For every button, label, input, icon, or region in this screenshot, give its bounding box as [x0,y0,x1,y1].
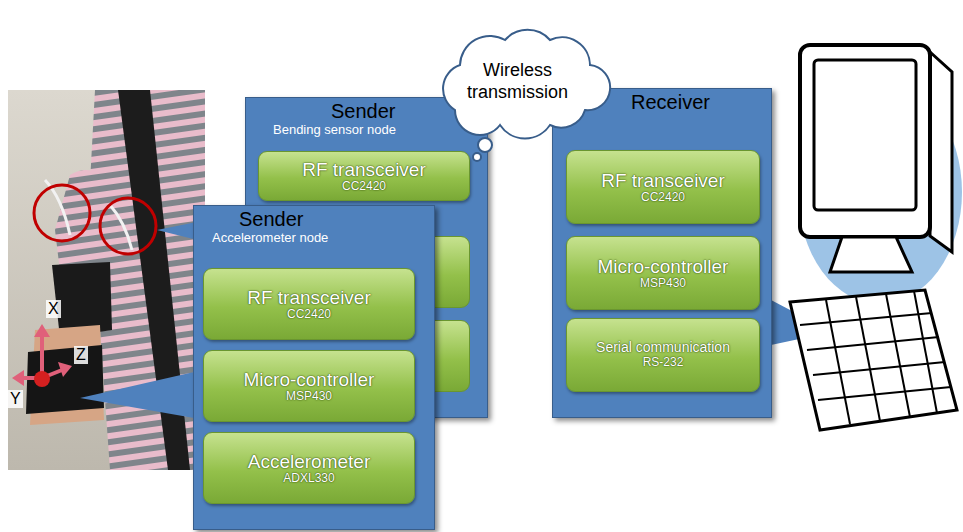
axis-label: X [46,300,61,318]
part-number: RS-232 [643,356,684,369]
node-panel: Receiver RF transceiverCC2420Micro-contro… [552,88,772,418]
part-number: CC2420 [287,308,331,321]
computer-icon [790,45,962,430]
component-name: RF transceiver [302,159,426,180]
cloud-text: Wireless transmission [425,59,610,104]
axis-label: Y [8,390,23,408]
axis-label: Z [74,346,88,364]
component-box: Serial communicationRS-232 [566,318,760,392]
component-name: RF transceiver [601,170,725,191]
photo [8,90,205,470]
component-name: Micro-controller [244,369,375,390]
component-box: Micro-controllerMSP430 [566,236,760,310]
component-box: AccelerometerADXL330 [203,432,415,504]
component-name: Micro-controller [598,256,729,277]
component-box: RF transceiverCC2420 [203,268,415,340]
component-name: Accelerometer [248,451,371,472]
component-name: Serial communication [596,340,730,356]
panel-title: Receiver [631,91,771,114]
cloud-bubble [473,153,481,161]
part-number: MSP430 [286,390,332,403]
panel-title: Sender [239,208,434,231]
part-number: CC2420 [342,180,386,193]
component-box: Micro-controllerMSP430 [203,350,415,422]
panel-subtitle: Bending sensor node [273,123,487,138]
part-number: MSP430 [640,277,686,290]
panel-subtitle: Accelerometer node [212,231,434,246]
part-number: ADXL330 [283,472,334,485]
component-name: RF transceiver [247,287,371,308]
part-number: CC2420 [641,191,685,204]
cloud-bubble [478,138,492,152]
callout-tail [80,372,194,418]
thought-cloud: Wireless transmission [425,20,610,138]
component-box: RF transceiverCC2420 [258,151,470,201]
node-panel: SenderAccelerometer node RF transceiverCC… [193,205,435,530]
component-box: RF transceiverCC2420 [566,150,760,224]
